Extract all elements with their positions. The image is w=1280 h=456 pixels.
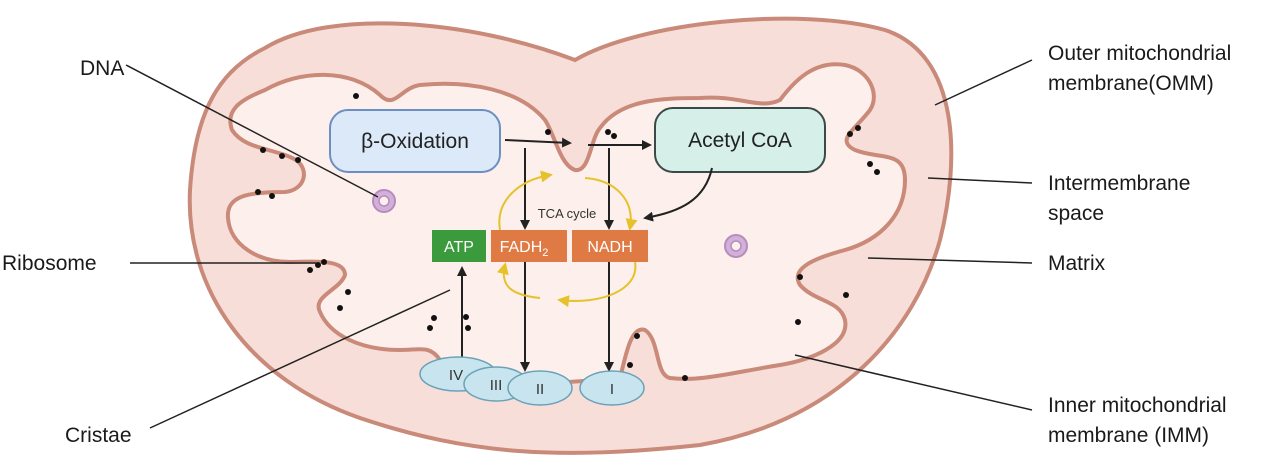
dna-ring-2 xyxy=(724,234,748,258)
ribosome-label: Ribosome xyxy=(2,252,97,275)
fadh2-node: FADH2 xyxy=(491,230,567,262)
atp-label: ATP xyxy=(444,239,474,256)
complex-ii: II xyxy=(507,370,573,406)
complex-ii-label: II xyxy=(536,381,544,398)
dna-ring xyxy=(372,189,396,213)
dna-label: DNA xyxy=(80,57,124,80)
tca-cycle-arrows xyxy=(497,170,638,308)
membrane-particles xyxy=(255,93,880,381)
svg-text:FADH2: FADH2 xyxy=(500,239,549,259)
cristae-label: Cristae xyxy=(65,424,132,447)
leader-lines xyxy=(125,59,1033,411)
imm-label-line2: membrane (IMM) xyxy=(1048,424,1209,447)
complex-iii-label: III xyxy=(490,377,503,394)
atp-node: ATP xyxy=(432,230,486,262)
nadh-node: NADH xyxy=(572,230,648,262)
tca-cycle-label: TCA cycle xyxy=(538,206,597,221)
cristae-pointer xyxy=(149,289,451,429)
complex-i-label: I xyxy=(610,381,614,398)
beta-to-acetyl-arrow xyxy=(504,137,652,150)
beta-oxidation-label: β-Oxidation xyxy=(361,130,469,153)
pathway-arrows xyxy=(457,148,713,372)
matrix-label: Matrix xyxy=(1048,252,1106,275)
beta-oxidation-node: β-Oxidation xyxy=(329,109,501,173)
acetyl-coa-label: Acetyl CoA xyxy=(688,129,792,152)
fadh2-subscript: 2 xyxy=(542,247,548,259)
omm-label-line2: membrane(OMM) xyxy=(1048,72,1214,95)
imm-label-line1: Inner mitochondrial xyxy=(1048,394,1227,417)
ims-label-line1: Intermembrane xyxy=(1048,172,1190,195)
acetyl-coa-node: Acetyl CoA xyxy=(654,107,826,173)
ims-label-line2: space xyxy=(1048,202,1104,225)
omm-label-line1: Outer mitochondrial xyxy=(1048,42,1231,65)
fadh2-label: FADH xyxy=(500,239,543,256)
nadh-label: NADH xyxy=(587,239,632,256)
complex-iv-label: IV xyxy=(449,367,463,384)
complex-i: I xyxy=(579,370,645,406)
